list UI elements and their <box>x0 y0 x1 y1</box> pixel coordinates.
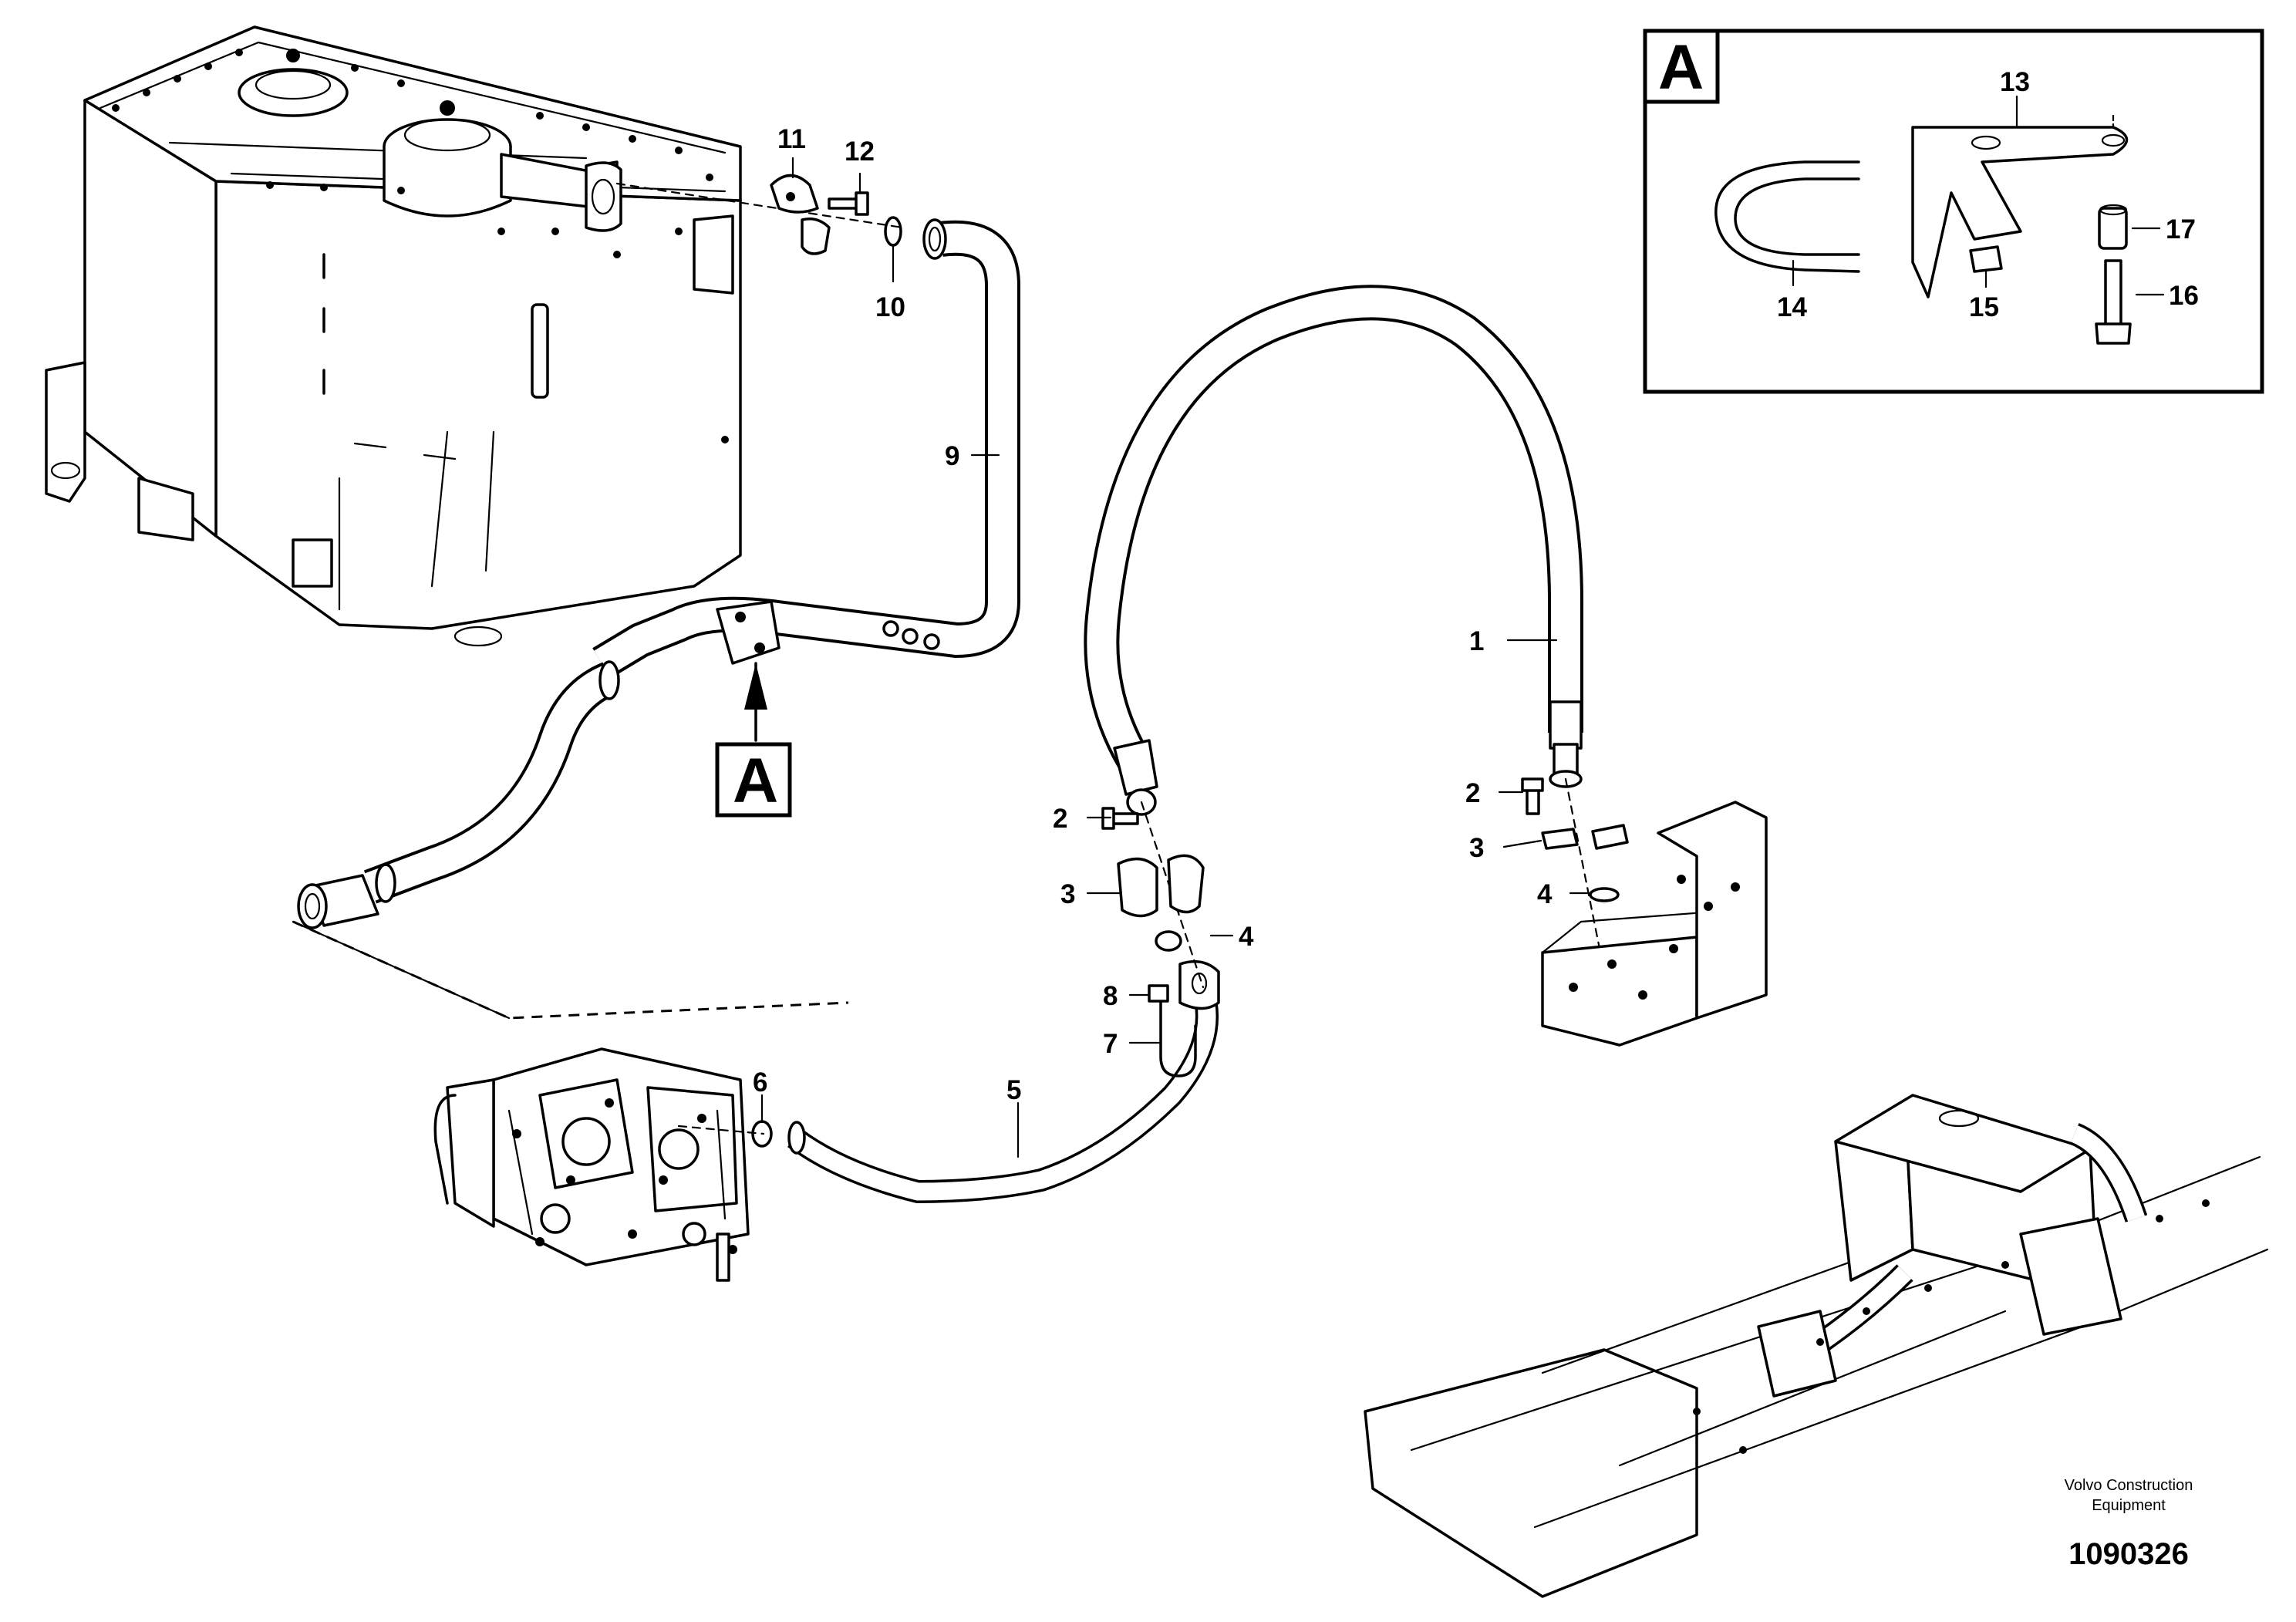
callout-14: 14 <box>1777 292 1807 322</box>
section-a-letter: A <box>733 746 778 816</box>
callout-13: 13 <box>2000 67 2030 97</box>
callout-17: 17 <box>2166 214 2196 244</box>
control-valve-block <box>1541 801 1768 1047</box>
detail-view-a: A <box>1643 29 2264 394</box>
callout-16: 16 <box>2169 281 2199 311</box>
callout-leaders <box>760 95 2165 1158</box>
hydraulic-tank <box>45 25 742 647</box>
flange-parts-left <box>1101 807 1205 952</box>
callout-7: 7 <box>1103 1029 1118 1059</box>
callout-9: 9 <box>945 441 959 471</box>
callout-8: 8 <box>1103 981 1118 1011</box>
callout-5: 5 <box>1006 1075 1021 1105</box>
pressure-hose-1 <box>1084 285 1583 816</box>
section-arrow <box>744 663 767 710</box>
callout-11: 11 <box>777 124 806 154</box>
section-a-marker: A <box>715 742 792 818</box>
u-bolt-7 <box>1159 993 1197 1077</box>
callout-4-left: 4 <box>1239 922 1254 952</box>
callout-12: 12 <box>845 137 875 167</box>
callout-2-right: 2 <box>1465 778 1480 808</box>
callout-labels: 1 2 3 4 5 6 7 8 9 10 11 12 2 3 4 13 14 1… <box>753 67 2199 1105</box>
o-ring-10 <box>884 216 902 247</box>
footer: Volvo Construction Equipment 1090326 <box>2065 1477 2193 1571</box>
document-number: 1090326 <box>2068 1537 2189 1571</box>
tank-outlet-flange <box>585 161 622 232</box>
brand-line-2: Equipment <box>2092 1497 2166 1514</box>
callout-6: 6 <box>753 1067 767 1098</box>
flange-parts-right <box>1521 777 1629 902</box>
callout-2-left: 2 <box>1053 804 1067 834</box>
callout-3-right: 3 <box>1469 833 1484 863</box>
connection-line-dashed <box>292 920 849 1020</box>
callout-10: 10 <box>875 292 905 322</box>
callout-1: 1 <box>1469 626 1484 656</box>
detail-view-letter: A <box>1658 32 1704 103</box>
callout-3-left: 3 <box>1060 879 1075 909</box>
lower-suction-hose <box>297 660 620 929</box>
suction-hose-9 <box>592 218 1020 679</box>
machine-frame-overview <box>1364 1094 2269 1598</box>
nut-8 <box>1148 984 1169 1003</box>
split-flange-11 <box>770 174 831 255</box>
callout-15: 15 <box>1969 292 1999 322</box>
hydraulic-pump <box>433 1047 750 1282</box>
callout-4-right: 4 <box>1537 879 1553 909</box>
bolt-12 <box>828 191 869 216</box>
brand-line-1: Volvo Construction <box>2065 1477 2193 1494</box>
